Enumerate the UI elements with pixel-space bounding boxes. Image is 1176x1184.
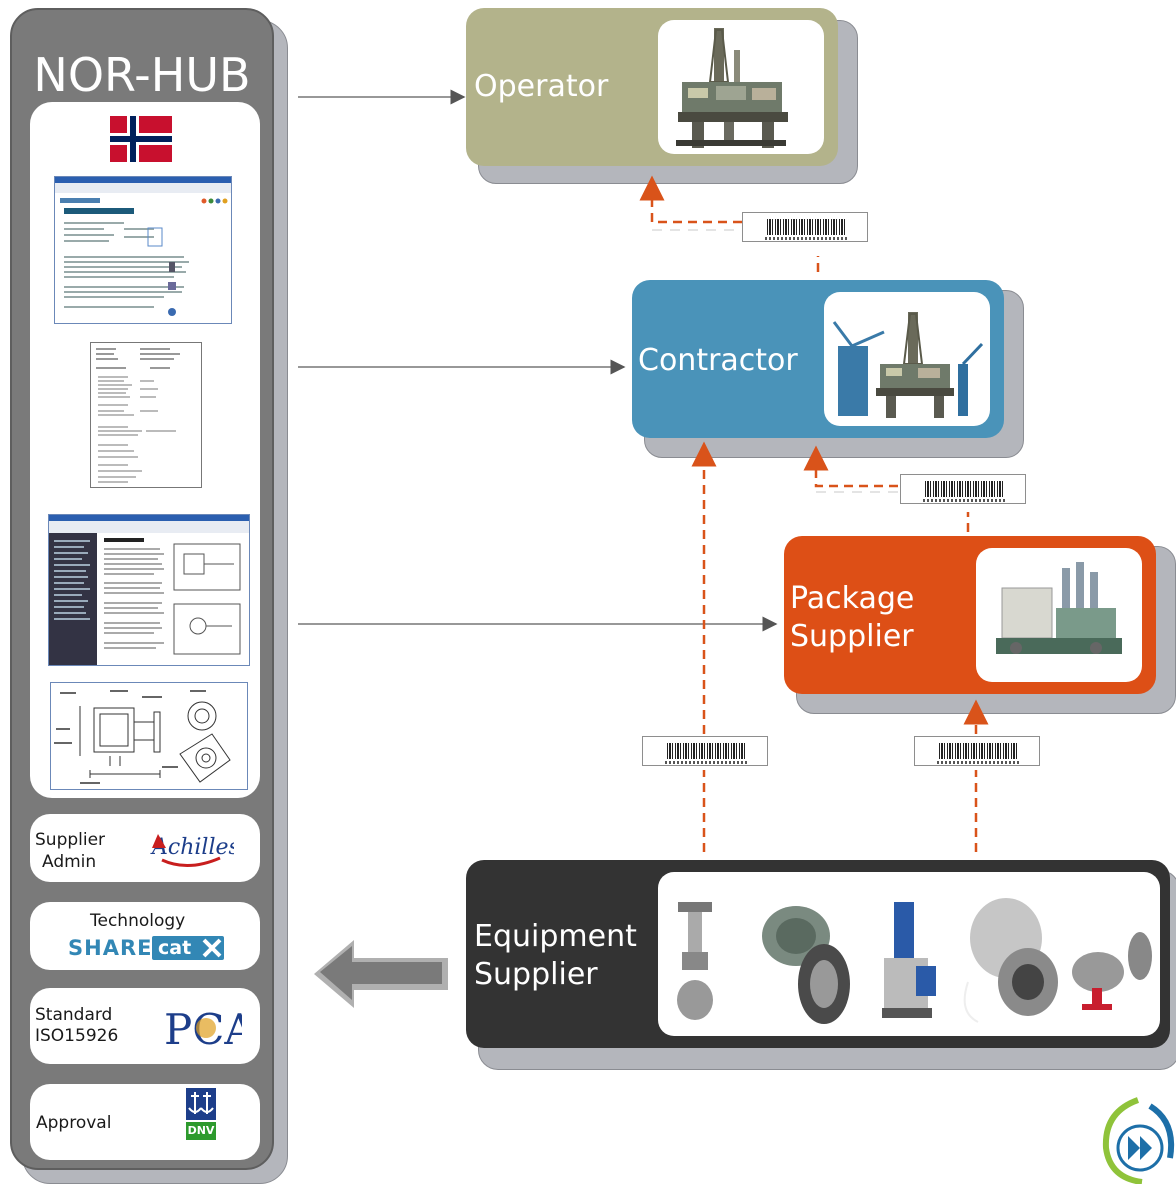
document-panel bbox=[30, 102, 260, 798]
sidebar-title: NOR-HUB bbox=[33, 48, 251, 102]
barcode-label-1 bbox=[742, 212, 868, 242]
supplier-admin-panel: Supplier Admin Achilles bbox=[30, 814, 260, 882]
dash-to-contractor-right bbox=[803, 445, 898, 488]
arrowhead-contractor-right bbox=[810, 452, 822, 462]
forward-logo-icon bbox=[1102, 1097, 1174, 1184]
contractor-label: Contractor bbox=[638, 343, 798, 378]
crane-rig-image bbox=[824, 292, 990, 426]
package-supplier-label-line2: Supplier bbox=[790, 619, 914, 654]
manual-thumbnail-icon bbox=[48, 514, 250, 666]
package-supplier-box: Package Supplier bbox=[784, 536, 1156, 694]
datasheet-thumbnail-icon bbox=[90, 342, 202, 488]
approval-panel: Approval DNV bbox=[30, 1084, 260, 1160]
pca-logo-icon: PCA bbox=[162, 998, 255, 1054]
equipment-supplier-label: Equipment bbox=[474, 919, 637, 954]
arrowhead-contractor-left bbox=[698, 448, 710, 458]
sharecat-logo-text: SHARE bbox=[68, 936, 153, 960]
equipment-supplier-label-line2: Supplier bbox=[474, 957, 598, 992]
operator-label: Operator bbox=[474, 69, 609, 104]
supplier-admin-label: Supplier bbox=[35, 830, 106, 850]
equipment-supplier-box: Equipment Supplier bbox=[466, 860, 1170, 1048]
dash-to-operator bbox=[639, 175, 742, 224]
technology-label: Technology bbox=[90, 911, 186, 931]
arrowhead-package-supplier bbox=[970, 706, 982, 716]
barcode-label-3 bbox=[642, 736, 768, 766]
big-left-arrow-icon bbox=[314, 940, 448, 1008]
supplier-admin-label-line2: Admin bbox=[42, 852, 97, 872]
approval-label: Approval bbox=[36, 1113, 112, 1133]
webpage-thumbnail-icon bbox=[54, 176, 232, 324]
equipment-images bbox=[658, 872, 1160, 1036]
sharecat-logo-cat: cat bbox=[158, 937, 192, 959]
technical-drawing-icon bbox=[50, 682, 248, 790]
standard-panel: Standard ISO15926 PCA bbox=[30, 988, 260, 1064]
barcode-label-4 bbox=[914, 736, 1040, 766]
barcode-label-2 bbox=[900, 474, 1026, 504]
arrowhead-operator bbox=[646, 180, 658, 190]
dnv-anchor-icon bbox=[186, 1088, 216, 1120]
operator-box: Operator bbox=[466, 8, 838, 166]
achilles-logo-icon: Achilles bbox=[142, 820, 240, 876]
drilling-rig-image bbox=[658, 20, 824, 154]
sharecat-logo-icon: cat bbox=[152, 936, 224, 960]
dnv-logo-text: DNV bbox=[186, 1122, 216, 1140]
standard-iso-label: ISO15926 bbox=[35, 1026, 119, 1046]
contractor-box: Contractor bbox=[632, 280, 1004, 438]
technology-panel: Technology SHARE cat bbox=[30, 902, 260, 970]
norway-flag-icon bbox=[110, 116, 172, 162]
compressor-package-image bbox=[976, 548, 1142, 682]
nor-hub-sidebar: NOR-HUB bbox=[10, 8, 274, 1170]
standard-label: Standard bbox=[35, 1005, 113, 1025]
package-supplier-label: Package bbox=[790, 581, 915, 616]
